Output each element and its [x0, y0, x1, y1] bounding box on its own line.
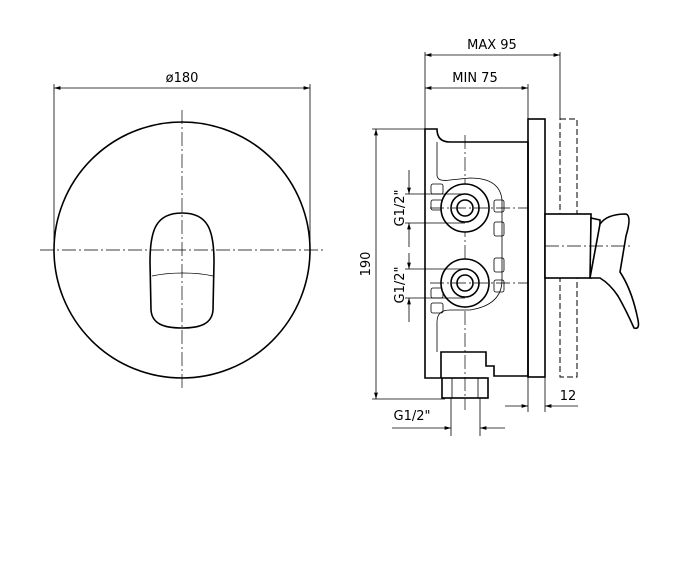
upper-inlet-label: G1/2": [393, 190, 408, 227]
side-view: MAX 95 MIN 75 190 G1/2": [359, 38, 640, 436]
lever-handle-front: [149, 212, 215, 329]
lower-inlet: G1/2": [393, 253, 528, 322]
body-rib: [430, 183, 444, 195]
front-view: ø180: [40, 71, 325, 390]
max-depth-label: MAX 95: [467, 38, 517, 53]
cover-plate: [527, 118, 546, 378]
lower-inlet-label: G1/2": [393, 267, 408, 304]
body-boss: [493, 257, 505, 273]
bottom-outlet-nut: [441, 377, 489, 399]
min-depth-label: MIN 75: [452, 71, 497, 86]
upper-inlet: G1/2": [393, 170, 528, 247]
diameter-label: ø180: [166, 71, 199, 86]
bottom-outlet-label: G1/2": [394, 409, 431, 424]
body-boss: [493, 199, 505, 213]
height-label: 190: [359, 252, 374, 277]
handle-edge: [151, 272, 214, 277]
lever-handle-side: [544, 213, 640, 330]
body-rib: [430, 302, 444, 314]
plate-thickness-label: 12: [560, 389, 577, 404]
body-cavity-outline: [436, 142, 503, 352]
valve-body: [424, 128, 529, 379]
body-boss: [493, 279, 505, 293]
body-boss: [493, 221, 505, 237]
